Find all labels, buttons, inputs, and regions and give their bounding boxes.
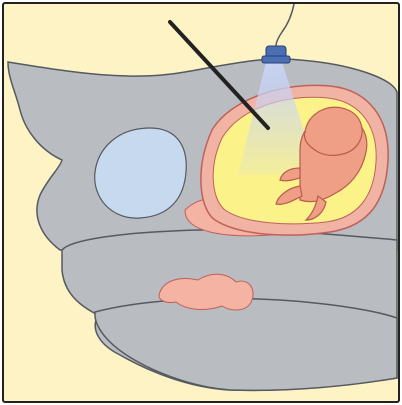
diagram-frame [0, 0, 402, 405]
amniocentesis-diagram [0, 0, 402, 405]
